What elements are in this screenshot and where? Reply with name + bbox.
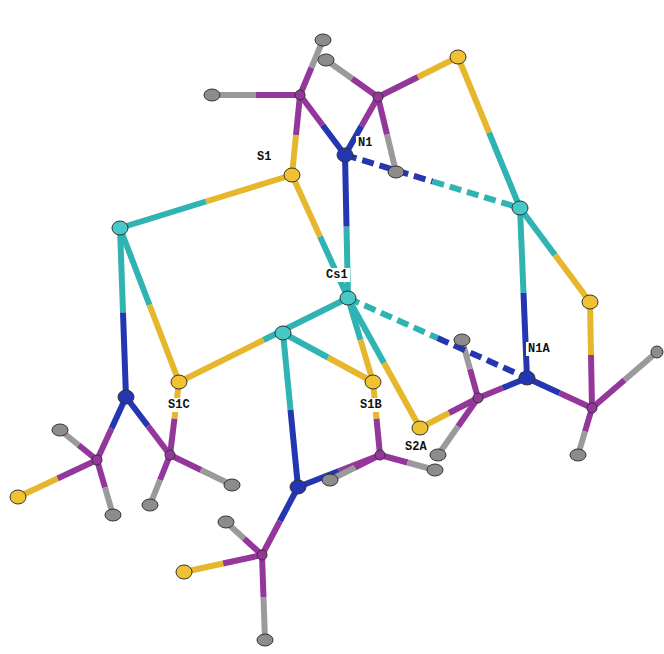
p-atom bbox=[373, 92, 383, 102]
c-atom bbox=[430, 449, 446, 461]
bond-half bbox=[170, 419, 175, 456]
bond-half bbox=[58, 460, 98, 479]
bond-half bbox=[292, 175, 320, 237]
bond-half bbox=[378, 77, 418, 97]
bond-half bbox=[590, 302, 591, 355]
s-atom bbox=[412, 421, 428, 435]
atom-label: S1B bbox=[358, 398, 384, 412]
bond-half bbox=[179, 340, 264, 382]
cs-atom bbox=[112, 221, 128, 235]
s-atom bbox=[582, 295, 598, 309]
contact-half bbox=[348, 298, 438, 338]
bond-half bbox=[591, 355, 592, 408]
c-atom bbox=[651, 346, 663, 358]
bond-half bbox=[283, 333, 291, 410]
p-atom bbox=[295, 90, 305, 100]
bond-half bbox=[520, 208, 555, 255]
atom-label: N1A bbox=[526, 342, 552, 356]
contact-half bbox=[438, 338, 528, 378]
c-atom bbox=[257, 634, 273, 646]
s-atom bbox=[171, 375, 187, 389]
contact-half bbox=[345, 155, 433, 182]
cs-atom bbox=[512, 201, 528, 215]
atom-label: S1 bbox=[255, 150, 273, 164]
c-atom bbox=[105, 509, 121, 521]
bond-half bbox=[262, 521, 280, 555]
nitrogen-atoms bbox=[118, 148, 535, 494]
atom-label: N1 bbox=[356, 136, 374, 150]
c-atom bbox=[427, 464, 443, 476]
bond-half bbox=[345, 155, 347, 227]
n-atom bbox=[118, 390, 134, 404]
c-atom bbox=[570, 449, 586, 461]
p-atom bbox=[257, 550, 267, 560]
atom-label: S1C bbox=[166, 398, 192, 412]
bond-half bbox=[223, 555, 262, 564]
n-atom bbox=[337, 148, 353, 162]
bond-half bbox=[264, 298, 349, 340]
c-atom bbox=[318, 54, 334, 66]
bond-half bbox=[120, 228, 123, 313]
c-atom bbox=[142, 499, 158, 511]
p-atom bbox=[473, 393, 483, 403]
bond-half bbox=[206, 175, 292, 202]
bond-half bbox=[378, 97, 387, 135]
bond-half bbox=[256, 92, 300, 98]
bond-half bbox=[555, 255, 590, 302]
p-atom bbox=[92, 455, 102, 465]
cs-atom bbox=[275, 326, 291, 340]
c-atom bbox=[218, 516, 234, 528]
bond-half bbox=[120, 202, 206, 229]
bond-half bbox=[384, 363, 420, 428]
atoms bbox=[10, 34, 663, 646]
bond-half bbox=[296, 95, 300, 135]
bond-half bbox=[291, 410, 299, 487]
s-atom bbox=[450, 50, 466, 64]
bond-half bbox=[123, 313, 126, 398]
phosphorus-atoms bbox=[92, 90, 597, 560]
bond-half bbox=[377, 419, 381, 456]
p-atom bbox=[165, 450, 175, 460]
c-atom bbox=[224, 479, 240, 491]
c-atom bbox=[204, 89, 220, 101]
s-atom bbox=[284, 168, 300, 182]
atom-label: S2A bbox=[403, 440, 429, 454]
c-atom bbox=[315, 34, 331, 46]
p-atom bbox=[587, 403, 597, 413]
carbon-atoms bbox=[52, 34, 663, 646]
atom-label: Cs1 bbox=[324, 268, 350, 282]
s-atom bbox=[10, 490, 26, 504]
bond-half bbox=[489, 133, 520, 209]
bond-half bbox=[524, 293, 528, 378]
s-atom bbox=[365, 375, 381, 389]
contact-half bbox=[433, 182, 521, 209]
p-atom bbox=[375, 450, 385, 460]
bond-half bbox=[520, 208, 524, 293]
bond-half bbox=[347, 227, 349, 299]
cesium-atoms bbox=[112, 201, 528, 340]
c-atom bbox=[388, 166, 404, 178]
s-atom bbox=[176, 565, 192, 579]
bond-half bbox=[458, 57, 489, 133]
n-atom bbox=[519, 371, 535, 385]
n-atom bbox=[290, 480, 306, 494]
cs-atom bbox=[340, 291, 356, 305]
c-atom bbox=[52, 424, 68, 436]
c-atom bbox=[454, 334, 470, 346]
bond-half bbox=[592, 380, 625, 408]
bond-half bbox=[150, 305, 180, 382]
c-atom bbox=[322, 474, 338, 486]
bond-half bbox=[300, 95, 323, 125]
sulfur-atoms bbox=[10, 50, 598, 579]
bond-half bbox=[339, 455, 380, 471]
bonds bbox=[18, 40, 657, 640]
bond-half bbox=[262, 555, 264, 598]
